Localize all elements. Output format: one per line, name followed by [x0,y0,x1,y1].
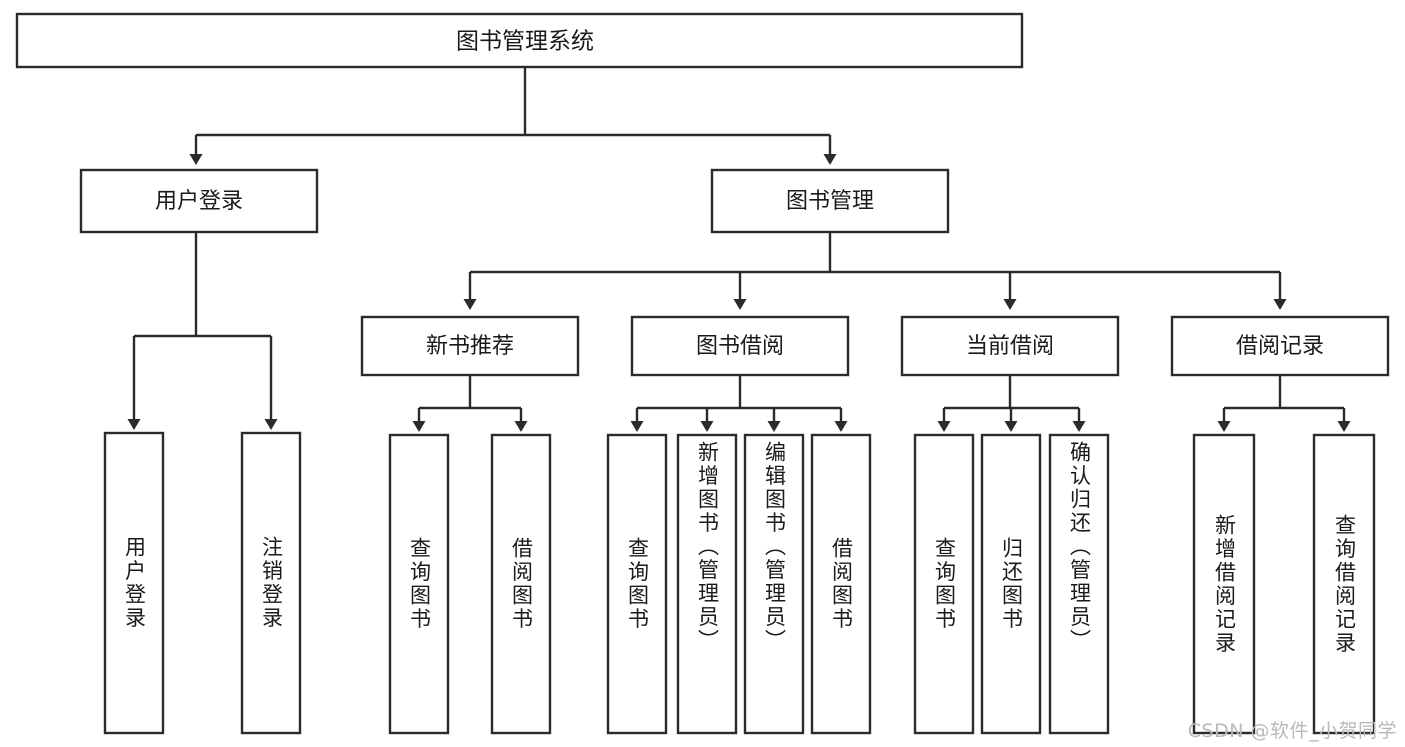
node-borrow-record[interactable]: 借阅记录 [1170,315,1390,377]
edge-group-root-to-level2 [189,67,837,165]
leaf-box-borrow-4[interactable] [810,433,872,735]
leaf-box-group [103,431,1376,735]
leaf-box-user-login-2[interactable] [240,431,302,735]
leaf-box-new-book-2[interactable] [490,433,552,735]
node-book-borrow-box[interactable] [630,315,850,377]
node-user-login[interactable]: 用户登录 [79,168,319,234]
leaf-box-current-1[interactable] [913,433,975,735]
edge-group-bookmanage-to-level3 [463,232,1287,310]
leaf-box-borrow-1[interactable] [606,433,668,735]
leaf-box-record-1[interactable] [1192,433,1256,735]
node-user-login-label: 用户登录 [155,189,243,214]
node-book-manage-box[interactable] [710,168,950,234]
node-root[interactable]: 图书管理系统 [15,12,1024,69]
leaf-box-current-2[interactable] [980,433,1042,735]
leaf-box-current-3[interactable] [1048,433,1110,735]
node-new-book-recommend-label: 新书推荐 [426,334,514,359]
leaf-box-new-book-1[interactable] [388,433,450,735]
leaf-box-record-2[interactable] [1312,433,1376,735]
leaf-box-borrow-2[interactable] [676,433,738,735]
node-current-borrow-label: 当前借阅 [966,334,1054,359]
edge-group-borrow-to-leaves [630,375,848,432]
watermark-text: CSDN @软件_小贺同学 [1187,720,1397,742]
node-book-manage[interactable]: 图书管理 [710,168,950,234]
node-user-login-box[interactable] [79,168,319,234]
node-borrow-record-label: 借阅记录 [1236,334,1324,359]
node-new-book-recommend-box[interactable] [360,315,580,377]
edge-group-userlogin-to-leaves [127,232,278,430]
edge-group-record-to-leaves [1217,375,1351,432]
leaf-box-borrow-3[interactable] [743,433,805,735]
node-book-manage-label: 图书管理 [786,189,874,214]
edge-group-newbook-to-leaves [412,375,528,432]
node-borrow-record-box[interactable] [1170,315,1390,377]
node-root-box[interactable] [15,12,1024,69]
node-current-borrow-box[interactable] [900,315,1120,377]
node-book-borrow[interactable]: 图书借阅 [630,315,850,377]
edge-group-current-to-leaves [937,375,1086,432]
node-root-label: 图书管理系统 [456,29,594,55]
leaf-box-user-login-1[interactable] [103,431,165,735]
node-book-borrow-label: 图书借阅 [696,334,784,359]
node-new-book-recommend[interactable]: 新书推荐 [360,315,580,377]
node-current-borrow[interactable]: 当前借阅 [900,315,1120,377]
